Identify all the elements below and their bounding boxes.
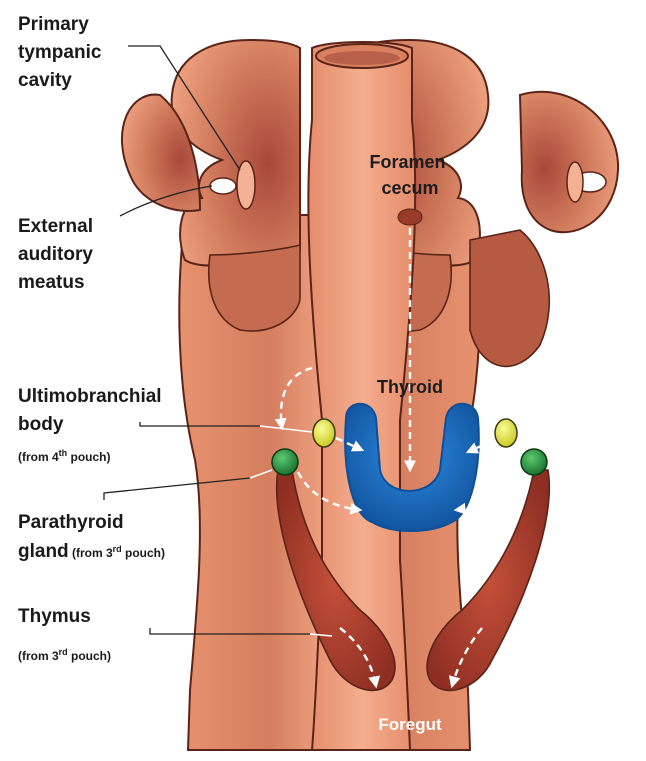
ultimobranchial-body-left — [313, 419, 335, 447]
label-thymus-note: (from 3rd pouch) — [18, 647, 111, 663]
label-ultimobranchial: Ultimobranchial body — [18, 386, 167, 435]
primary-tympanic-cavity — [237, 161, 255, 209]
parathyroid-gland-left — [272, 449, 298, 475]
external-auditory-meatus — [210, 178, 236, 194]
right-upper-arc-arrow — [520, 368, 549, 428]
label-external-auditory: External auditory meatus — [18, 216, 98, 293]
label-primary-tympanic: Primary tympanic cavity — [18, 14, 107, 91]
label-foregut: Foregut — [378, 715, 442, 734]
label-thymus: Thymus — [18, 606, 91, 627]
foramen-cecum-pit — [398, 209, 422, 225]
right-ear-region — [470, 92, 618, 367]
ultimobranchial-body-right — [495, 419, 517, 447]
label-ultimobranchial-note: (from 4th pouch) — [18, 448, 111, 464]
parathyroid-gland-right — [521, 449, 547, 475]
label-parathyroid-note: (from 3rd pouch) — [72, 544, 165, 560]
label-thyroid: Thyroid — [377, 377, 443, 397]
